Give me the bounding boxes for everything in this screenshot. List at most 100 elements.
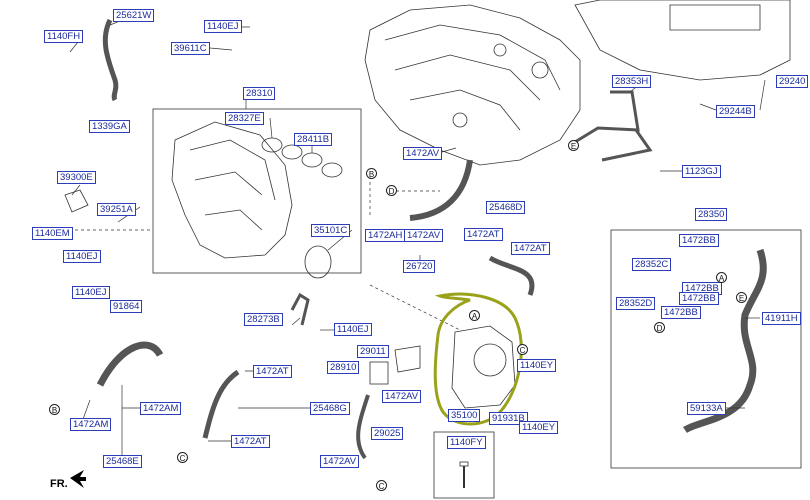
part-label-1140ej-top: 1140EJ — [204, 20, 242, 33]
part-label-1140ej-b: 1140EJ — [72, 286, 110, 299]
engine-block-detail-2 — [394, 54, 541, 101]
part-label-35100: 35100 — [448, 409, 481, 422]
part-label-1140ej-a: 1140EJ — [63, 250, 101, 263]
part-label-1472at-c: 1472AT — [253, 365, 292, 378]
part-label-1140fh: 1140FH — [44, 30, 84, 43]
part-label-1140ey-b: 1140EY — [519, 421, 559, 434]
part-label-1472am-b: 1472AM — [70, 418, 112, 431]
connector-marker-a: A — [716, 272, 727, 283]
connector-marker-b: B — [366, 168, 377, 179]
part-label-1472am-a: 1472AM — [140, 402, 182, 415]
connector-marker-c: C — [376, 480, 387, 491]
intake-manifold-runner-1 — [189, 139, 276, 201]
part-label-26720: 26720 — [403, 260, 436, 273]
throttle-bore — [473, 343, 507, 377]
hose-25468g — [202, 369, 240, 439]
part-label-29025: 29025 — [371, 427, 404, 440]
part-label-25621w: 25621W — [113, 9, 155, 22]
part-label-59133a: 59133A — [687, 402, 726, 415]
hose-26720 — [409, 159, 473, 221]
part-label-1472bb-c: 1472BB — [679, 292, 719, 305]
engine-boss-2 — [493, 43, 507, 57]
part-label-25468e: 25468E — [103, 455, 142, 468]
breather-29011 — [394, 345, 421, 373]
part-label-28910: 28910 — [327, 361, 360, 374]
part-label-1472at-b: 1472AT — [511, 242, 550, 255]
part-label-28310: 28310 — [243, 87, 276, 100]
part-label-1123gj: 1123GJ — [682, 165, 721, 178]
part-label-28273b: 28273B — [244, 313, 283, 326]
pcv-valve — [369, 361, 389, 385]
part-label-25468g: 25468G — [310, 402, 350, 415]
part-label-28353h: 28353H — [612, 75, 652, 88]
part-label-28350: 28350 — [695, 208, 728, 221]
part-label-1472av-b: 1472AV — [382, 390, 422, 403]
part-label-39300e: 39300E — [57, 171, 96, 184]
engine-block-detail-1 — [384, 24, 561, 91]
pipe-28353h — [574, 90, 640, 144]
connector-marker-d: D — [386, 185, 397, 196]
bracket-28273b — [290, 292, 310, 326]
connector-marker-c: C — [517, 344, 528, 355]
part-label-1472bb-a: 1472BB — [679, 234, 719, 247]
hose-25621w — [102, 18, 119, 102]
hose-29025 — [356, 394, 370, 460]
part-label-1339ga: 1339GA — [89, 120, 130, 133]
bolt-1140fy-head — [459, 461, 469, 467]
intake-manifold-runner-3 — [204, 209, 263, 231]
part-label-35101c: 35101C — [311, 224, 351, 237]
part-label-1472at-a: 1472AT — [464, 228, 503, 241]
connector-marker-e: E — [568, 140, 579, 151]
intake-manifold-group-box — [152, 108, 362, 274]
connector-marker-b: B — [49, 404, 60, 415]
part-label-28411b: 28411B — [294, 133, 333, 146]
part-label-91864: 91864 — [110, 300, 143, 313]
part-label-1472av-mid: 1472AV — [404, 229, 444, 242]
connector-marker-a: A — [469, 310, 480, 321]
part-label-1472ah: 1472AH — [365, 229, 406, 242]
part-label-28327e: 28327E — [225, 112, 264, 125]
part-label-39251a: 39251A — [97, 203, 136, 216]
front-direction-label: FR. — [50, 478, 68, 490]
hose-group-box — [610, 229, 802, 469]
front-arrow-icon — [70, 470, 86, 488]
engine-block-detail-3 — [409, 89, 521, 131]
connector-marker-c: C — [177, 452, 188, 463]
gasket-ring-4 — [321, 162, 343, 178]
intake-manifold-body — [171, 121, 293, 259]
engine-boss-3 — [452, 112, 468, 128]
part-label-1140fy: 1140FY — [447, 436, 486, 449]
hose-28350 — [683, 248, 767, 434]
part-label-1472av-c: 1472AV — [320, 455, 360, 468]
throttle-gasket — [304, 245, 332, 279]
connector-marker-e: E — [736, 292, 747, 303]
hose-25468d — [488, 255, 535, 296]
part-label-1472at-d: 1472AT — [231, 435, 270, 448]
hose-25468e — [96, 341, 164, 387]
part-label-1472av-top: 1472AV — [403, 147, 443, 160]
engine-cover-outline — [574, 0, 791, 81]
part-label-29240: 29240 — [776, 75, 809, 88]
part-label-28352c: 28352C — [632, 258, 672, 271]
sensor-39300e — [64, 189, 89, 213]
bolt-1140fy-box — [433, 431, 495, 499]
gasket-ring-2 — [281, 144, 303, 160]
intake-manifold-runner-2 — [194, 171, 263, 196]
part-label-25468d: 25468D — [486, 201, 526, 214]
engine-block-outline — [364, 4, 581, 166]
gasket-ring-3 — [301, 152, 323, 168]
part-label-29011: 29011 — [357, 345, 389, 358]
throttle-body — [451, 325, 516, 409]
connector-marker-d: D — [654, 322, 665, 333]
part-label-41911h: 41911H — [762, 312, 801, 325]
part-label-28352d: 28352D — [616, 297, 656, 310]
part-label-1140ej-c: 1140EJ — [334, 323, 372, 336]
part-label-91931b: 91931B — [489, 412, 528, 425]
part-label-1140em: 1140EM — [32, 227, 73, 240]
pipe-28353h-branch — [601, 129, 653, 162]
part-label-1140ey-a: 1140EY — [517, 359, 557, 372]
part-label-1472bb-d: 1472BB — [661, 306, 701, 319]
part-label-39611c: 39611C — [171, 42, 210, 55]
